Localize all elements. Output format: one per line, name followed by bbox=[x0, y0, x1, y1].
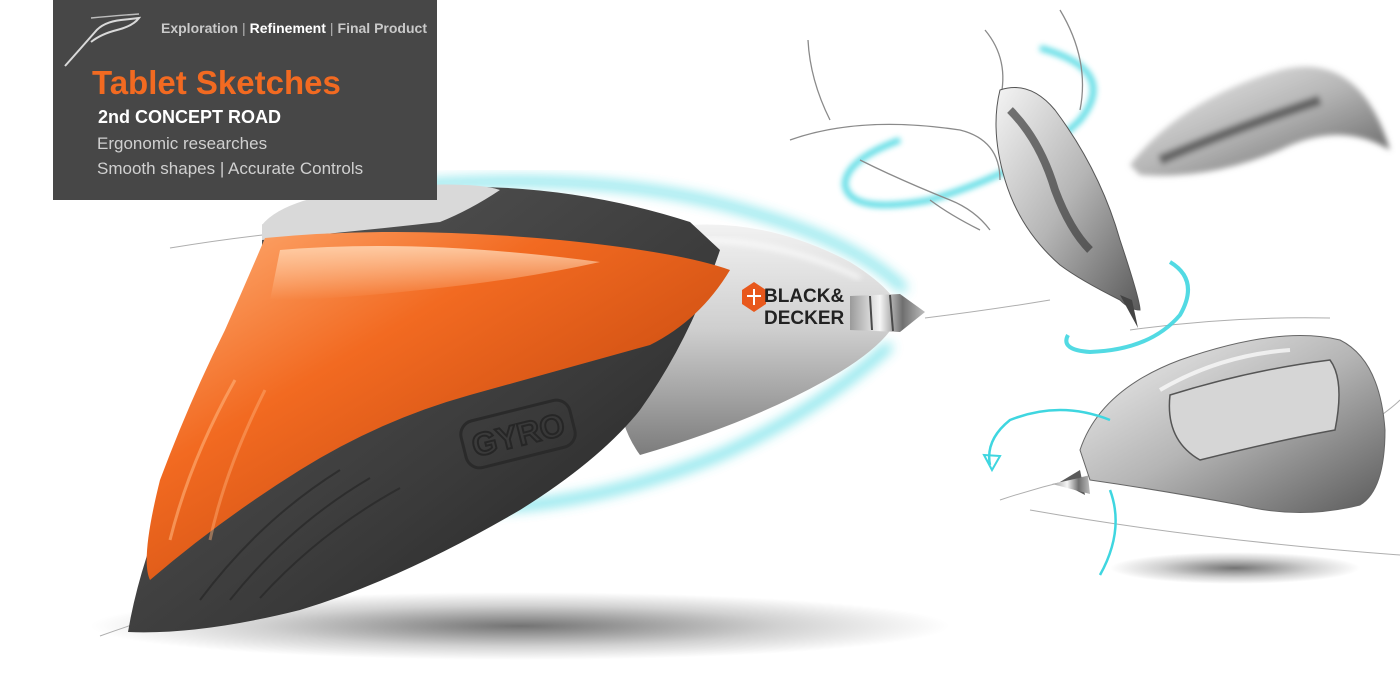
page-title: Tablet Sketches bbox=[92, 64, 341, 101]
main-tool-shadow bbox=[90, 592, 950, 660]
drill-bit bbox=[850, 294, 925, 332]
brand-line-1: BLACK& bbox=[764, 286, 844, 307]
orange-shell bbox=[146, 231, 730, 580]
nav-separator: | bbox=[329, 20, 334, 36]
nav-separator: | bbox=[242, 20, 246, 36]
nav-refinement[interactable]: Refinement bbox=[249, 20, 326, 36]
nav-exploration[interactable]: Exploration bbox=[161, 20, 239, 36]
rotation-arrow-icon bbox=[987, 408, 1111, 466]
breadcrumb-nav: Exploration|Refinement|Final Product bbox=[161, 20, 427, 36]
nav-final-product[interactable]: Final Product bbox=[337, 20, 427, 36]
brand-logo: BLACK& DECKER bbox=[742, 282, 845, 329]
main-tool: GYRO BLACK& DECKER bbox=[128, 177, 925, 633]
header-panel: Exploration|Refinement|Final Product Tab… bbox=[53, 0, 437, 200]
rear-view-sketch bbox=[982, 335, 1386, 576]
pen-stroke-logo-icon bbox=[64, 13, 141, 67]
hand-grip-sketch bbox=[789, 9, 1190, 355]
small-tool-shadow bbox=[1110, 552, 1360, 584]
page-subtitle: 2nd CONCEPT ROAD bbox=[98, 107, 282, 127]
description-line-1: Ergonomic researches bbox=[97, 134, 268, 153]
description-line-2: Smooth shapes | Accurate Controls bbox=[97, 159, 364, 178]
blurred-tool-sketch bbox=[1130, 66, 1390, 176]
brand-line-2: DECKER bbox=[764, 308, 845, 329]
